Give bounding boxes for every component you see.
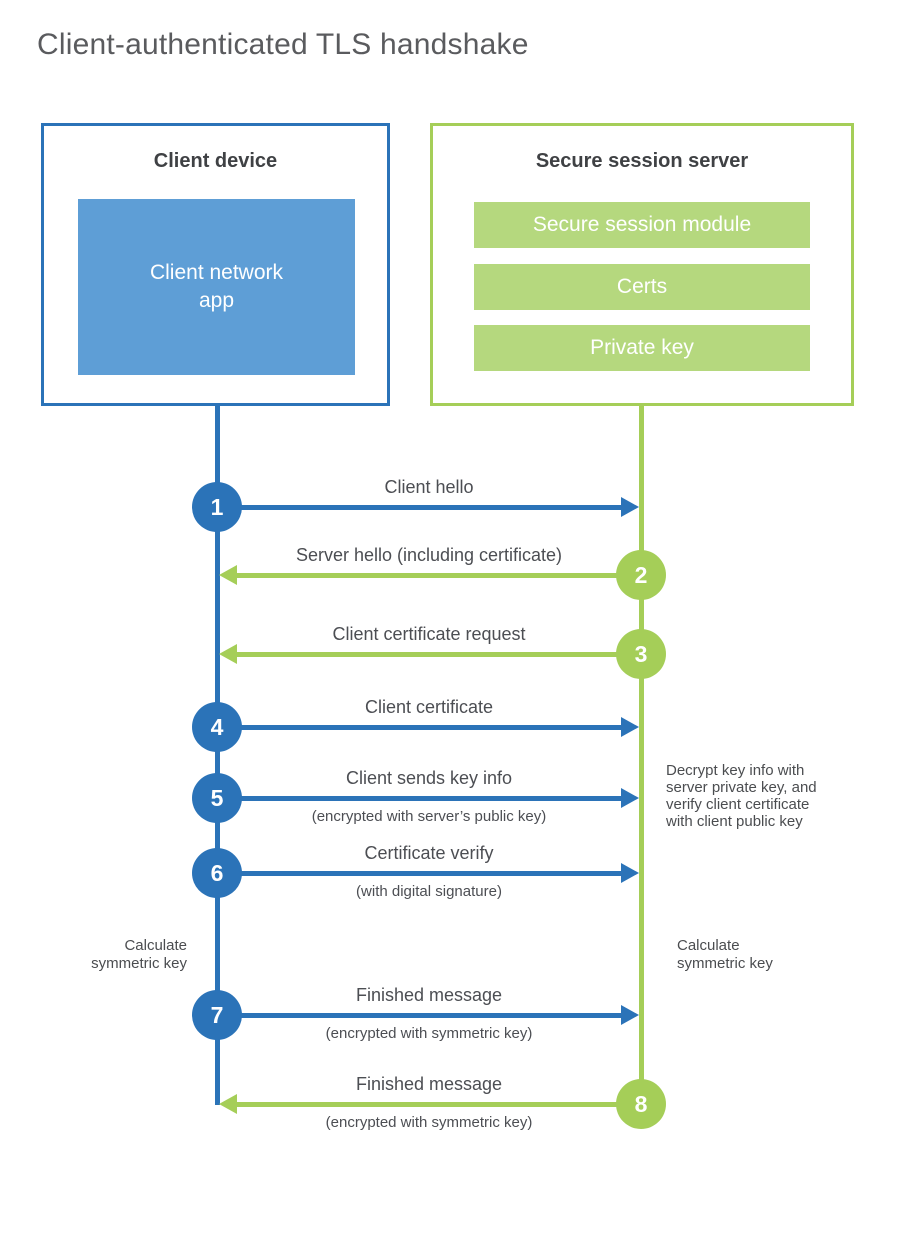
- step-sublabel: (encrypted with server’s public key): [311, 808, 547, 825]
- module-bar-certs: Certs: [474, 264, 810, 310]
- step-number-badge: 7: [192, 990, 242, 1040]
- step-label: Client hello: [384, 477, 474, 497]
- step-arrow-line: [217, 1012, 621, 1018]
- step-sublabel: (encrypted with symmetric key): [325, 1025, 533, 1042]
- step-arrow-line: [237, 1101, 641, 1107]
- step-arrowhead-icon: [621, 788, 639, 808]
- step-number-badge: 3: [616, 629, 666, 679]
- step-sublabel: (with digital signature): [356, 883, 502, 900]
- step-arrowhead-icon: [219, 1094, 237, 1114]
- step-arrowhead-icon: [621, 863, 639, 883]
- step-label: Finished message: [355, 1074, 503, 1094]
- step-arrowhead-icon: [219, 644, 237, 664]
- server-lifeline: [638, 406, 644, 1104]
- step-arrow-line: [217, 504, 621, 510]
- step-arrowhead-icon: [621, 1005, 639, 1025]
- step-number-badge: 8: [616, 1079, 666, 1129]
- module-bar-secure-session-module: Secure session module: [474, 202, 810, 248]
- page-title: Client-authenticated TLS handshake: [37, 28, 529, 61]
- step-arrow-line: [237, 651, 641, 657]
- step-arrowhead-icon: [219, 565, 237, 585]
- module-bar-private-key: Private key: [474, 325, 810, 371]
- step-arrow-line: [217, 724, 621, 730]
- client-network-app-box: Client network app: [78, 199, 355, 375]
- step-arrow-line: [237, 572, 641, 578]
- secure-session-server-box: Secure session server Secure session mod…: [430, 123, 854, 406]
- step-label: Finished message: [355, 985, 503, 1005]
- step-sublabel: (encrypted with symmetric key): [325, 1114, 533, 1131]
- client-device-title: Client device: [153, 150, 278, 172]
- calc-symmetric-key-client: Calculate symmetric key: [91, 937, 187, 972]
- step-arrowhead-icon: [621, 717, 639, 737]
- client-network-app-label: Client network app: [149, 261, 284, 312]
- step-label: Client certificate request: [332, 624, 526, 644]
- step-arrowhead-icon: [621, 497, 639, 517]
- step-number-badge: 6: [192, 848, 242, 898]
- decrypt-note: Decrypt key info with server private key…: [666, 762, 817, 830]
- step-number-badge: 2: [616, 550, 666, 600]
- secure-session-server-title: Secure session server: [535, 150, 749, 172]
- client-lifeline: [214, 406, 220, 1105]
- step-arrow-line: [217, 795, 621, 801]
- step-label: Certificate verify: [364, 843, 494, 863]
- step-label: Client sends key info: [345, 768, 513, 788]
- step-arrow-line: [217, 870, 621, 876]
- step-number-badge: 5: [192, 773, 242, 823]
- step-label: Client certificate: [364, 697, 494, 717]
- client-device-box: Client device Client network app: [41, 123, 390, 406]
- calc-symmetric-key-server: Calculate symmetric key: [677, 937, 773, 972]
- step-label: Server hello (including certificate): [295, 545, 563, 565]
- step-number-badge: 1: [192, 482, 242, 532]
- step-number-badge: 4: [192, 702, 242, 752]
